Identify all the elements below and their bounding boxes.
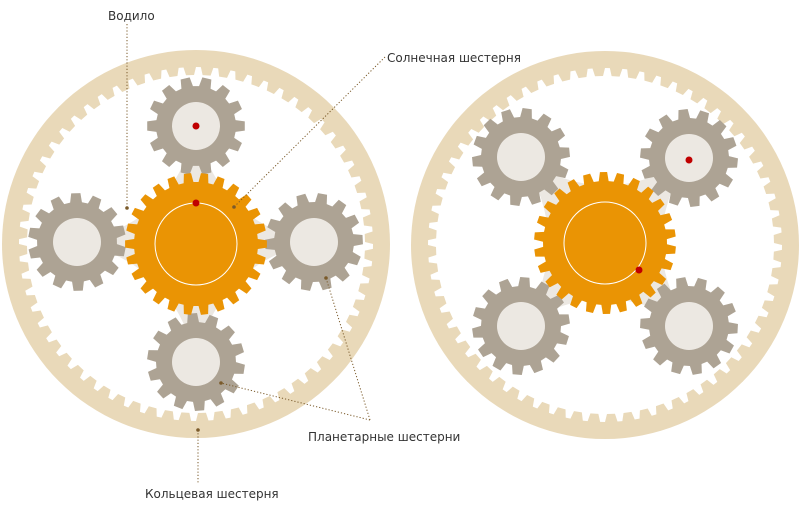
label-ring-gear: Кольцевая шестерня bbox=[145, 487, 279, 501]
red-dot-marker-icon bbox=[635, 266, 643, 274]
planet-gear-icon bbox=[472, 277, 570, 375]
sun-gear-body bbox=[534, 172, 676, 314]
leader-sun-gear bbox=[233, 56, 386, 208]
planet-gear-icon bbox=[28, 193, 126, 291]
sun-gear-inner-circle bbox=[563, 201, 647, 285]
sun-gear-icon bbox=[534, 172, 676, 314]
red-dot-marker-icon bbox=[192, 122, 200, 130]
leader-carrier-end bbox=[125, 206, 129, 210]
planet-hub-top-left bbox=[497, 133, 545, 181]
planet-gear-icon bbox=[472, 108, 570, 206]
right-assembly bbox=[411, 51, 799, 439]
planet-hub-bottom-right bbox=[665, 302, 713, 350]
planet-hub-right bbox=[290, 218, 338, 266]
leader-sun-gear-end bbox=[232, 205, 236, 209]
leader-planet-right-end bbox=[324, 276, 328, 280]
leader-planet-right bbox=[325, 277, 371, 421]
planet-hub-left bbox=[53, 218, 101, 266]
planet-gear-icon bbox=[265, 193, 363, 291]
planet-gear-icon bbox=[147, 313, 245, 411]
label-carrier: Водило bbox=[108, 9, 155, 23]
left-assembly bbox=[2, 50, 390, 438]
red-dot-marker-icon bbox=[685, 156, 693, 164]
leader-planet-bottom-end bbox=[219, 381, 223, 385]
leader-ring-gear-end bbox=[196, 428, 200, 432]
leader-lines bbox=[125, 24, 386, 484]
planet-hub-bottom bbox=[172, 338, 220, 386]
planet-gear-icon bbox=[640, 277, 738, 375]
label-sun-gear: Солнечная шестерня bbox=[387, 51, 521, 65]
red-dot-marker-icon bbox=[192, 199, 200, 207]
sun-gear-body bbox=[125, 173, 267, 315]
label-planet-gears: Планетарные шестерни bbox=[308, 430, 460, 444]
planet-hub-bottom-left bbox=[497, 302, 545, 350]
